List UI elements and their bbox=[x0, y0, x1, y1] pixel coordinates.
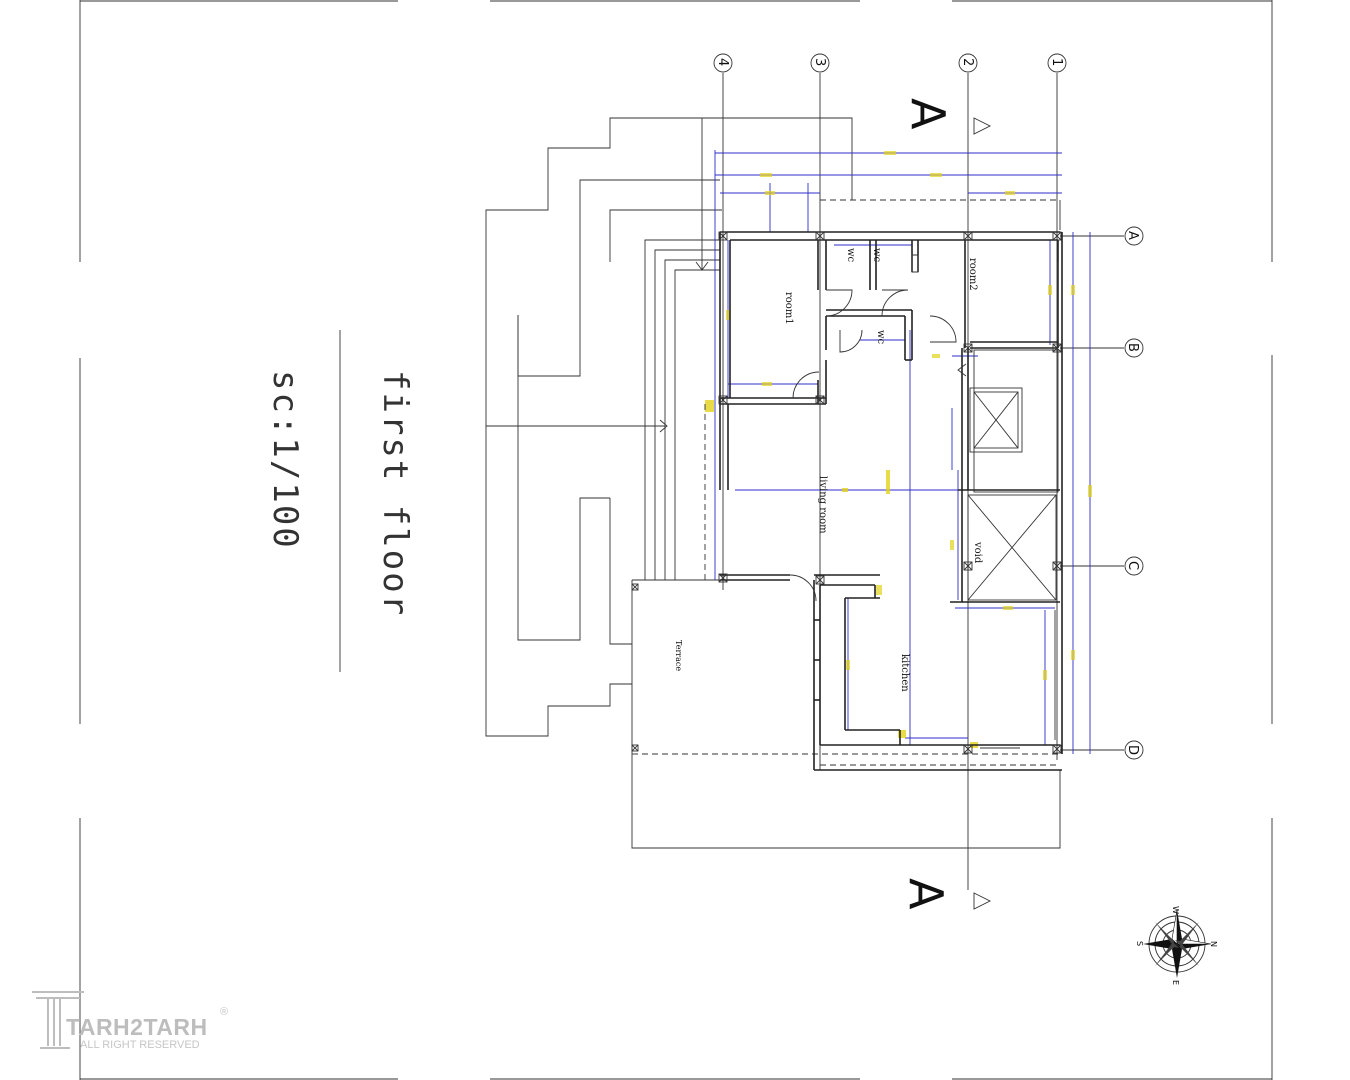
grid-axes: 4 3 2 1 A B C D bbox=[713, 53, 1144, 890]
watermark-brand: TARH2TARH bbox=[66, 1014, 208, 1040]
svg-text:3: 3 bbox=[812, 58, 827, 66]
section-marker-top: A bbox=[901, 98, 992, 135]
title-block: first floor sc:1/100 bbox=[265, 330, 415, 672]
axis-bubble-1: 1 bbox=[1047, 53, 1067, 73]
drawing-title: first floor bbox=[375, 370, 415, 617]
section-marker-bottom: A bbox=[899, 878, 992, 910]
axis-bubble-2: 2 bbox=[958, 53, 978, 73]
axis-bubble-a: A bbox=[1124, 226, 1144, 246]
axis-bubble-d: D bbox=[1124, 740, 1144, 760]
svg-text:4: 4 bbox=[715, 58, 730, 66]
svg-text:B: B bbox=[1125, 343, 1140, 352]
room-label-wc-c: wc bbox=[875, 330, 886, 345]
room-label-room2: room2 bbox=[967, 258, 978, 291]
watermark-logo: TARH2TARH ® ALL RIGHT RESERVED bbox=[32, 991, 228, 1051]
compass-rose-icon: N S W E bbox=[1135, 906, 1218, 985]
compass-w: W bbox=[1171, 906, 1180, 914]
svg-text:A: A bbox=[899, 878, 953, 910]
watermark-rights: ALL RIGHT RESERVED bbox=[80, 1039, 200, 1051]
svg-text:1: 1 bbox=[1049, 58, 1064, 66]
svg-text:2: 2 bbox=[960, 58, 975, 66]
axis-bubble-b: B bbox=[1124, 338, 1144, 358]
svg-text:A: A bbox=[1125, 231, 1140, 240]
room-labels: room1 room2 wc wc wc living room void ki… bbox=[674, 248, 983, 692]
axis-bubble-3: 3 bbox=[810, 53, 830, 73]
compass-s: S bbox=[1135, 941, 1144, 946]
room-label-living-room: living room bbox=[817, 476, 828, 534]
watermark-registered: ® bbox=[220, 1006, 228, 1018]
room-label-wc-a: wc bbox=[845, 248, 856, 263]
svg-text:A: A bbox=[901, 98, 955, 130]
room-label-kitchen: kitchen bbox=[899, 654, 910, 692]
room-label-void: void bbox=[972, 541, 983, 564]
room-label-wc-b: wc bbox=[871, 248, 882, 263]
room-label-terrace: Terrace bbox=[674, 640, 683, 671]
svg-text:C: C bbox=[1125, 561, 1140, 570]
svg-text:D: D bbox=[1125, 745, 1140, 755]
drawing-scale: sc:1/100 bbox=[265, 370, 305, 550]
room-label-room1: room1 bbox=[783, 292, 794, 325]
compass-n: N bbox=[1209, 941, 1218, 947]
sheet-frame bbox=[79, 0, 1273, 1080]
door-swings bbox=[789, 254, 1020, 749]
axis-bubble-c: C bbox=[1124, 556, 1144, 576]
watermark-pillar-icon bbox=[32, 991, 84, 1049]
roof-outline bbox=[485, 117, 1061, 849]
columns bbox=[631, 231, 1062, 754]
walls bbox=[632, 231, 1063, 771]
compass-e: E bbox=[1171, 980, 1180, 985]
axis-bubble-4: 4 bbox=[713, 53, 733, 73]
